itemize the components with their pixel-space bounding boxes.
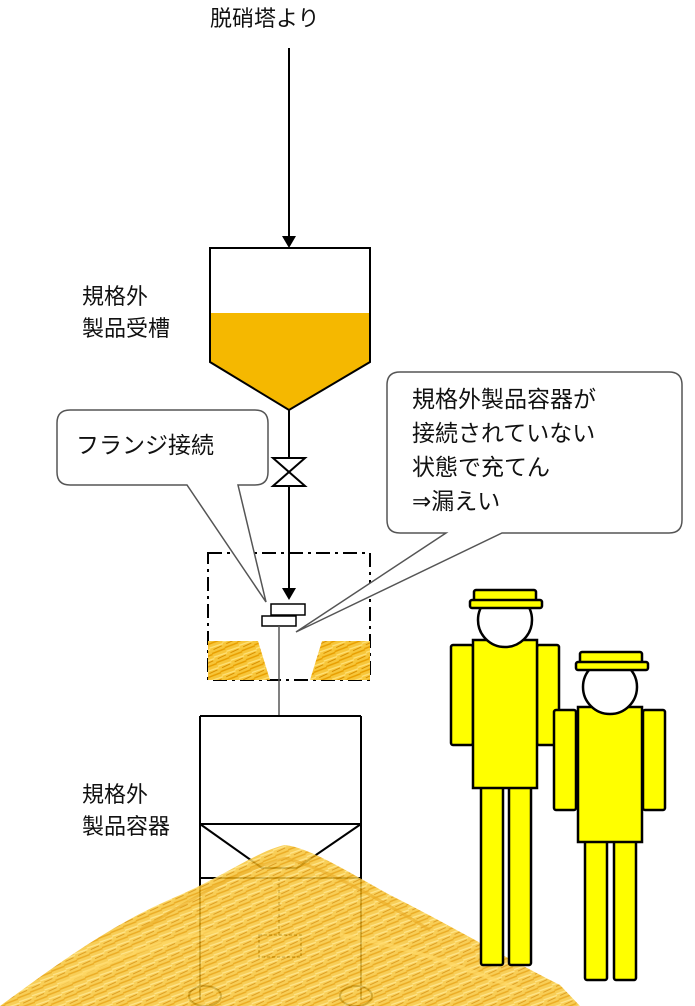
flange-connection-icon <box>261 603 306 627</box>
feed-arrow-icon <box>282 236 296 248</box>
tank-product-fill <box>210 313 370 410</box>
boundary-box <box>207 552 371 681</box>
container-label-line1: 規格外 <box>82 783 149 808</box>
callout-leak-text-line3: 状態で充てん <box>412 455 550 481</box>
callout-leak-text-line4: ⇒漏えい <box>412 489 501 515</box>
callout-leak-bubble <box>295 371 683 633</box>
callout-leak-text-line2: 接続されていない <box>412 421 596 447</box>
receiving-tank-label-line2: 製品受槽 <box>82 317 171 342</box>
discharge-arrow-icon <box>282 588 296 600</box>
spill-heap <box>0 845 580 1006</box>
callout-flange-bubble <box>56 409 269 603</box>
receiving-tank-label-line1: 規格外 <box>82 285 149 310</box>
spill-left <box>208 641 270 680</box>
callout-leak-text-line1: 規格外製品容器が <box>412 387 596 413</box>
callout-flange-text: フランジ接続 <box>76 433 214 459</box>
worker-icon <box>552 650 667 982</box>
spill-right <box>310 641 370 680</box>
tank-outline <box>209 247 371 412</box>
container-label-line2: 製品容器 <box>82 815 171 840</box>
receiving-tank <box>209 247 371 412</box>
worker-icon <box>449 588 561 967</box>
valve-icon <box>270 457 308 487</box>
source-label: 脱硝塔より <box>210 7 320 32</box>
